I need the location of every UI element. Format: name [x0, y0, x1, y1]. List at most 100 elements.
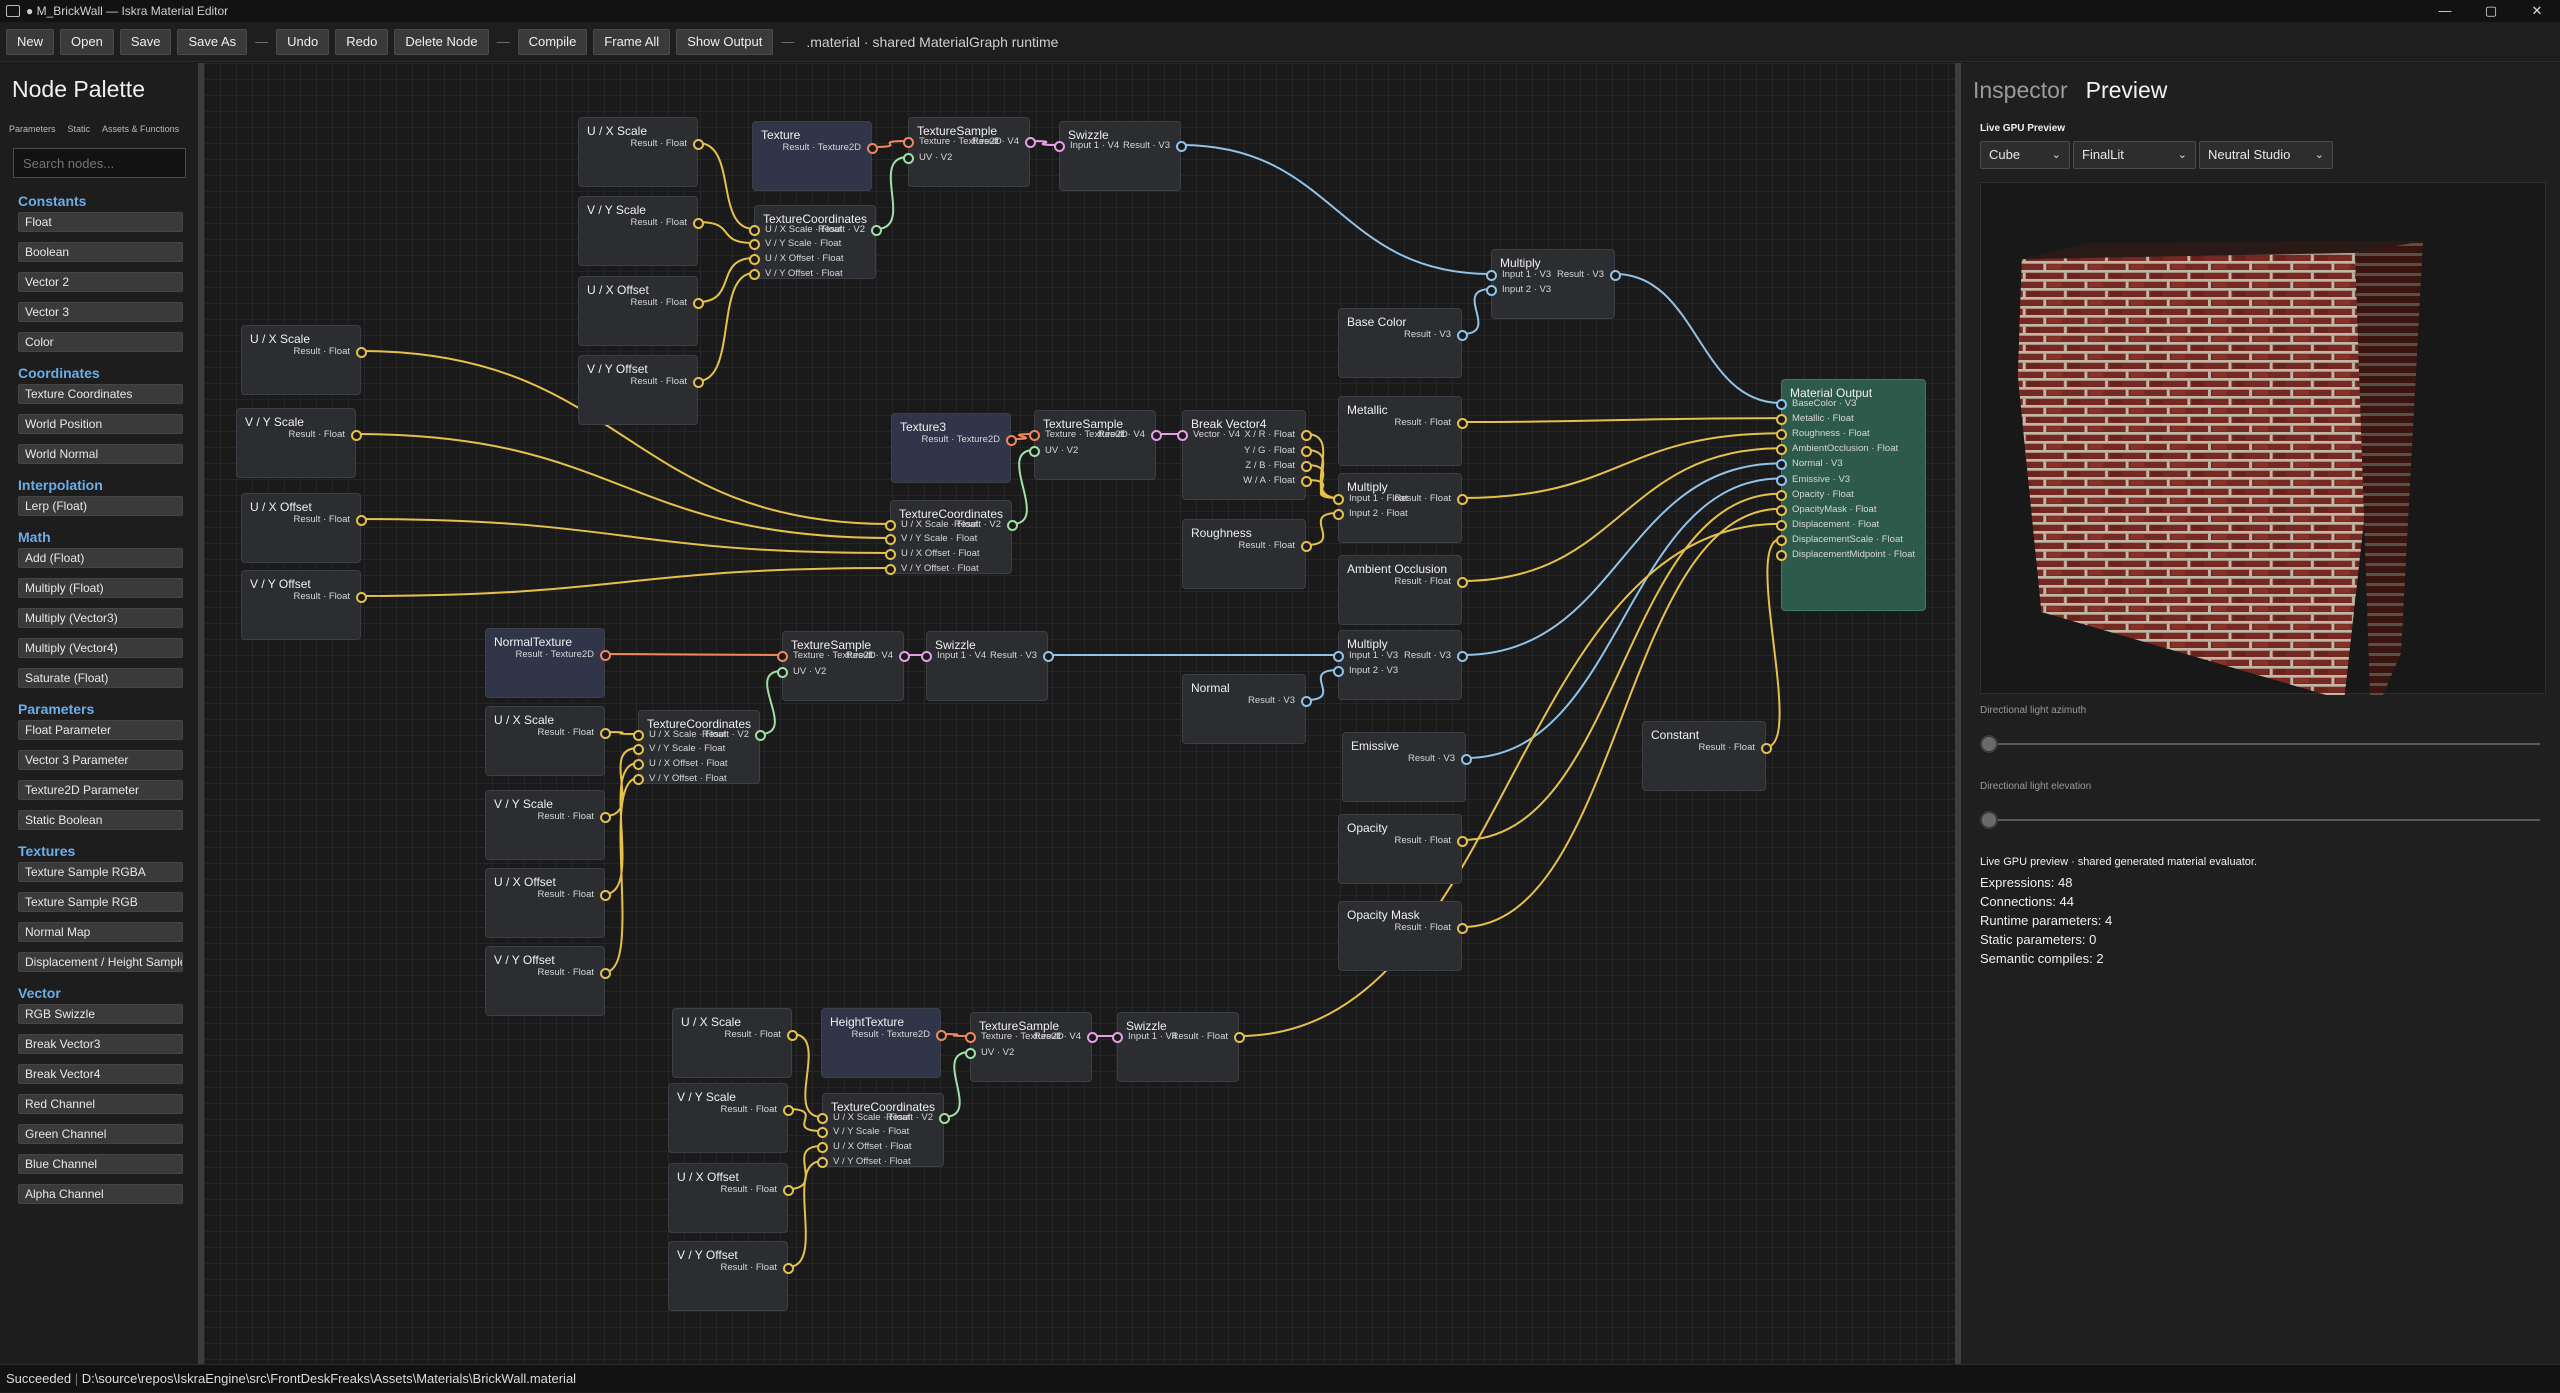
open-button[interactable]: Open [60, 28, 114, 55]
input-pin[interactable] [1333, 494, 1344, 505]
minimize-button[interactable]: — [2438, 3, 2452, 18]
compile-button[interactable]: Compile [517, 28, 588, 55]
output-pin[interactable] [1457, 577, 1468, 588]
input-pin[interactable] [1776, 550, 1787, 561]
output-pin[interactable] [1457, 836, 1468, 847]
shading-select[interactable]: FinalLit ⌄ [2073, 141, 2196, 169]
palette-item[interactable]: Multiply (Float) [18, 578, 183, 598]
palette-item[interactable]: Add (Float) [18, 548, 183, 568]
output-pin[interactable] [1301, 461, 1312, 472]
input-pin[interactable] [633, 730, 644, 741]
palette-item[interactable]: Boolean [18, 242, 183, 262]
palette-item[interactable]: Saturate (Float) [18, 668, 183, 688]
output-pin[interactable] [356, 347, 367, 358]
preview-viewport[interactable] [1980, 182, 2546, 723]
input-pin[interactable] [885, 520, 896, 531]
close-button[interactable]: ✕ [2531, 3, 2543, 18]
input-pin[interactable] [1776, 504, 1787, 516]
input-pin[interactable] [777, 667, 788, 678]
output-pin[interactable] [936, 1030, 947, 1041]
output-pin[interactable] [1301, 446, 1312, 457]
output-pin[interactable] [600, 812, 611, 823]
palette-item[interactable]: Color [18, 332, 183, 352]
input-pin[interactable] [749, 254, 760, 265]
output-pin[interactable] [600, 728, 611, 739]
palette-item[interactable]: Float [18, 212, 183, 232]
palette-tab-parameters[interactable]: Parameters [9, 124, 56, 134]
input-pin[interactable] [921, 651, 932, 662]
input-pin[interactable] [903, 153, 914, 164]
input-pin[interactable] [1029, 446, 1040, 457]
output-pin[interactable] [600, 968, 611, 979]
palette-item[interactable]: World Position [18, 414, 183, 434]
palette-item[interactable]: Green Channel [18, 1124, 183, 1144]
output-pin[interactable] [693, 298, 704, 309]
frame-all-button[interactable]: Frame All [593, 28, 671, 55]
input-pin[interactable] [1486, 285, 1497, 296]
palette-item[interactable]: Texture Sample RGB [18, 892, 183, 912]
input-pin[interactable] [817, 1127, 828, 1138]
input-pin[interactable] [1776, 429, 1787, 441]
output-pin[interactable] [1007, 520, 1018, 531]
palette-splitter[interactable] [198, 63, 204, 1364]
output-pin[interactable] [783, 1185, 794, 1196]
output-pin[interactable] [899, 651, 910, 662]
input-pin[interactable] [1776, 459, 1787, 471]
output-pin[interactable] [1176, 141, 1187, 152]
output-pin[interactable] [1457, 330, 1468, 341]
input-pin[interactable] [1776, 519, 1787, 531]
input-pin[interactable] [1177, 430, 1188, 441]
palette-item[interactable]: Break Vector3 [18, 1034, 183, 1054]
elevation-slider-thumb[interactable] [1980, 811, 1998, 829]
palette-item[interactable]: World Normal [18, 444, 183, 464]
output-pin[interactable] [1610, 270, 1621, 281]
input-pin[interactable] [1333, 666, 1344, 677]
elevation-slider[interactable] [1980, 819, 2540, 821]
palette-item[interactable]: Texture Sample RGBA [18, 862, 183, 882]
palette-item[interactable]: Vector 3 [18, 302, 183, 322]
tab-preview[interactable]: Preview [2085, 77, 2168, 103]
output-pin[interactable] [1006, 435, 1017, 446]
output-pin[interactable] [1301, 430, 1312, 441]
output-pin[interactable] [600, 650, 611, 661]
palette-item[interactable]: Normal Map [18, 922, 183, 942]
save-as-button[interactable]: Save As [177, 28, 248, 55]
palette-item[interactable]: Alpha Channel [18, 1184, 183, 1204]
output-pin[interactable] [351, 430, 362, 441]
output-pin[interactable] [693, 139, 704, 150]
input-pin[interactable] [885, 534, 896, 545]
palette-item[interactable]: Vector 3 Parameter [18, 750, 183, 770]
input-pin[interactable] [1776, 489, 1787, 501]
palette-item[interactable]: Float Parameter [18, 720, 183, 740]
palette-item[interactable]: Blue Channel [18, 1154, 183, 1174]
right-splitter[interactable] [1955, 63, 1961, 1364]
output-pin[interactable] [871, 225, 882, 236]
input-pin[interactable] [749, 269, 760, 280]
undo-button[interactable]: Undo [276, 28, 330, 55]
output-pin[interactable] [1301, 476, 1312, 487]
